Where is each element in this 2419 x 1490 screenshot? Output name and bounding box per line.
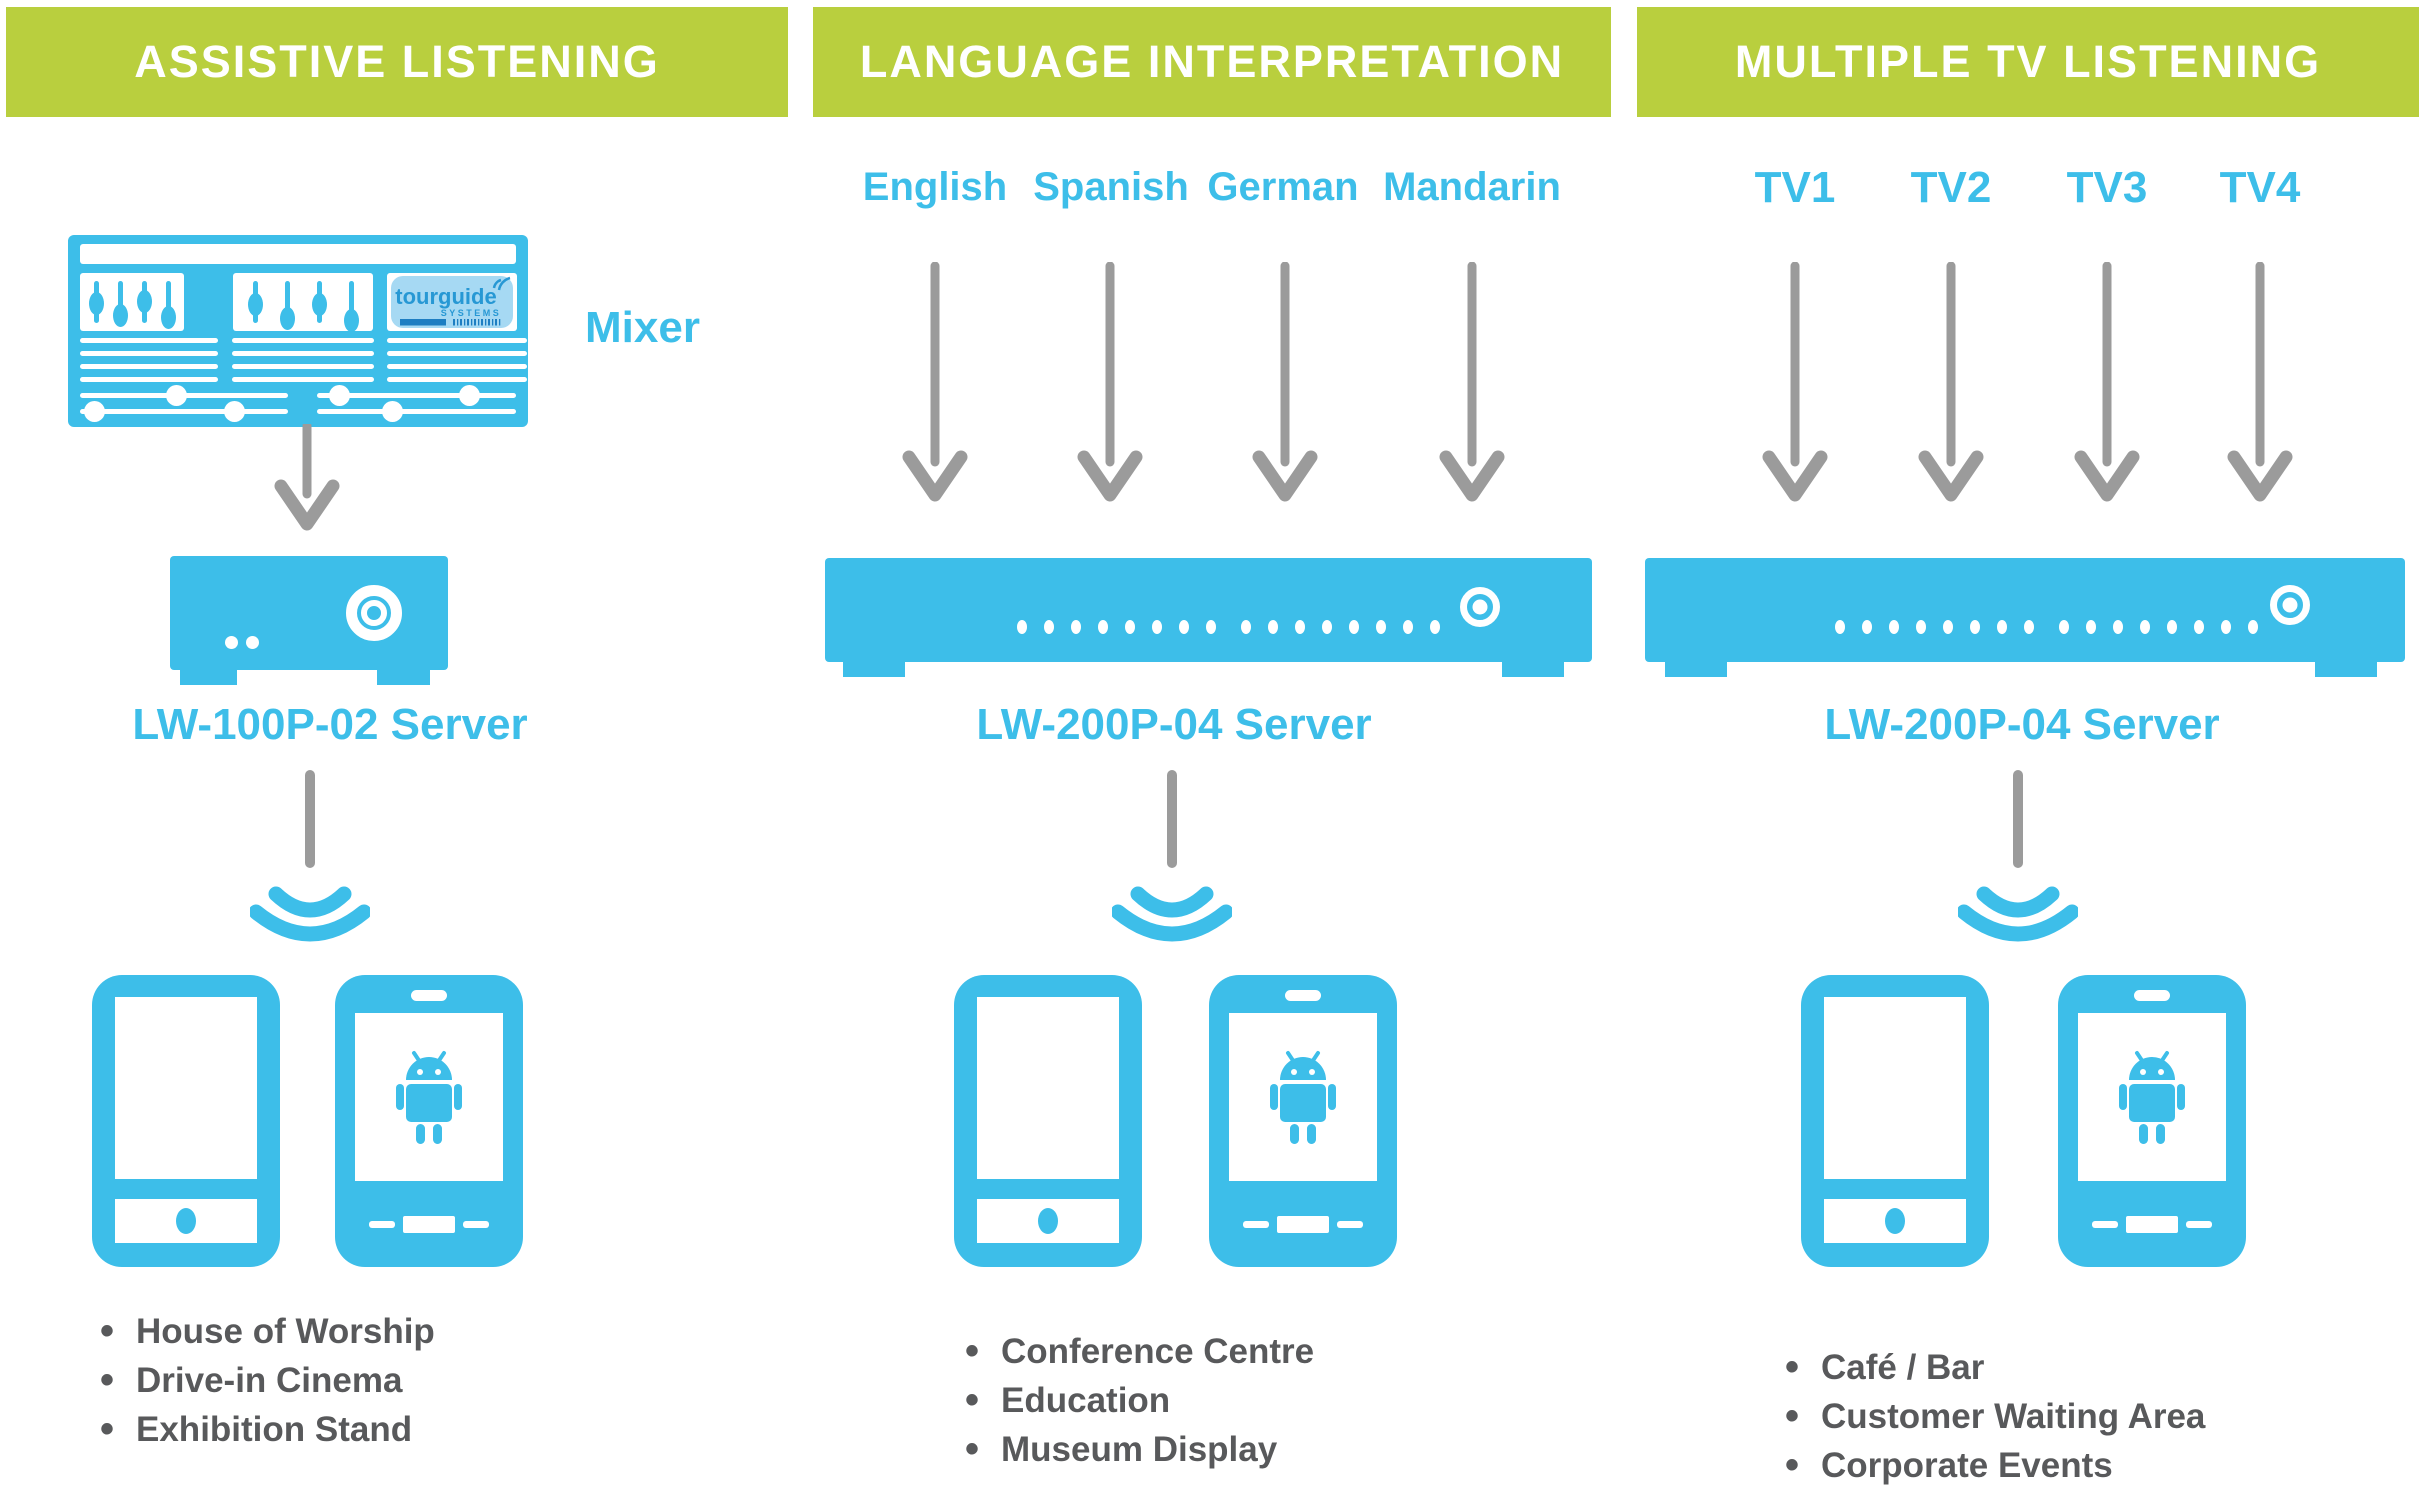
server-foot [843,661,905,677]
server-led-row [1017,620,1457,634]
down-arrow-icon [902,262,968,502]
source-label-tv4: TV4 [2219,163,2301,212]
source-label-english: English [862,165,1008,209]
down-arrow-icon [2227,262,2293,502]
signal-line [305,770,315,868]
server-power-knob [346,585,402,641]
broadcast-waves-icon [250,886,370,942]
use-case-list: Café / Bar Customer Waiting Area Corpora… [1785,1347,2205,1490]
mixer-slider-panel [233,273,373,332]
speaker-grille [1285,990,1321,1001]
smartphone-basic [1801,975,1989,1267]
server-label: LW-200P-04 Server [976,700,1372,749]
down-arrow-icon [2074,262,2140,502]
tourguide-brand-text: tourguide [395,284,496,309]
smartphone-basic [92,975,280,1267]
mixer-slider-panel [80,273,184,331]
source-label-tv3: TV3 [2066,163,2148,212]
down-arrow-icon [274,424,340,531]
server-power-knob [2270,585,2310,625]
use-case-list: House of Worship Drive-in Cinema Exhibit… [100,1311,435,1459]
server-label: LW-200P-04 Server [1824,700,2220,749]
tourguide-logo-panel: tourguide SYSTEMS [387,273,517,331]
fader-knob [166,385,187,406]
use-case-item: Exhibition Stand [100,1409,435,1450]
use-case-item: House of Worship [100,1311,435,1352]
use-case-item: Corporate Events [1785,1445,2205,1486]
fader-track [317,409,516,414]
server-foot [377,669,430,685]
mixer-label: Mixer [585,303,700,352]
smartphone-android [335,975,523,1267]
use-case-item: Café / Bar [1785,1347,2205,1388]
signal-line [1167,770,1177,868]
server-device [1645,558,2405,677]
server-device [825,558,1592,677]
android-robot-icon [1270,1051,1336,1144]
down-arrow-icon [1439,262,1505,502]
mixer-display-strip [80,244,516,264]
use-case-list: Conference Centre Education Museum Displ… [965,1331,1314,1479]
column-header-language-interpretation: LANGUAGE INTERPRETATION [813,7,1611,117]
server-foot [180,669,237,685]
source-label-spanish: Spanish [1033,165,1189,209]
down-arrow-icon [1252,262,1318,502]
fader-knob [329,385,350,406]
android-robot-icon [396,1051,462,1144]
home-button [176,1208,196,1234]
use-case-item: Education [965,1380,1314,1421]
use-case-item: Museum Display [965,1429,1314,1470]
server-label: LW-100P-02 Server [132,700,528,749]
phone-screen [1824,997,1966,1179]
server-led [246,636,259,649]
server-device [170,556,448,685]
down-arrow-icon [1077,262,1143,502]
fader-knob [382,401,403,422]
home-bar [403,1216,455,1233]
android-robot-icon [2119,1051,2185,1144]
smartphone-basic [954,975,1142,1267]
smartphone-android [2058,975,2246,1267]
source-label-mandarin: Mandarin [1383,165,1561,209]
signal-line [2013,770,2023,868]
fader-track [317,393,516,398]
column-header-multiple-tv-listening: MULTIPLE TV LISTENING [1637,7,2419,117]
home-button [1885,1208,1905,1234]
mixer-device: tourguide SYSTEMS [68,235,528,427]
source-label-tv2: TV2 [1910,163,1992,212]
use-case-item: Drive-in Cinema [100,1360,435,1401]
home-bar [2126,1216,2178,1233]
broadcast-waves-icon [1958,886,2078,942]
home-button [1038,1208,1058,1234]
server-foot [1665,661,1727,677]
server-foot [1502,661,1564,677]
server-led [225,636,238,649]
speaker-grille [411,990,447,1001]
tourguide-logo: tourguide SYSTEMS [391,276,513,328]
fader-track [80,409,288,414]
use-case-item: Customer Waiting Area [1785,1396,2205,1437]
speaker-grille [2134,990,2170,1001]
down-arrow-icon [1918,262,1984,502]
tourguide-systems-text: SYSTEMS [441,308,502,318]
fader-knob [459,385,480,406]
fader-knob [84,401,105,422]
use-case-item: Conference Centre [965,1331,1314,1372]
broadcast-waves-icon [1112,886,1232,942]
server-power-knob [1460,587,1500,627]
column-header-assistive-listening: ASSISTIVE LISTENING [6,7,788,117]
down-arrow-icon [1762,262,1828,502]
server-led-row [1835,620,2275,634]
source-label-tv1: TV1 [1754,163,1836,212]
home-bar [1277,1216,1329,1233]
server-foot [2315,661,2377,677]
phone-screen [115,997,257,1179]
fader-knob [224,401,245,422]
signal-waves-icon [492,278,502,289]
source-label-german: German [1207,165,1359,209]
smartphone-android [1209,975,1397,1267]
phone-screen [977,997,1119,1179]
barcode-icon [453,319,501,326]
logo-tagline-chip [400,319,446,326]
